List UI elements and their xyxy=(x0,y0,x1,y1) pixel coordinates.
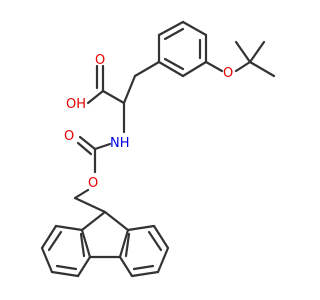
oxygen-label-carbonyl-acid: O xyxy=(95,53,105,68)
bond xyxy=(40,224,58,250)
bond xyxy=(204,60,224,73)
bond-lines xyxy=(40,20,276,278)
bond xyxy=(147,230,163,252)
bond xyxy=(234,40,252,64)
atom-labels: O OH O NH O O xyxy=(64,53,233,191)
bond xyxy=(55,264,78,271)
bond xyxy=(126,224,156,232)
bond xyxy=(152,224,170,250)
bond xyxy=(156,246,170,274)
bond xyxy=(118,228,130,259)
bond xyxy=(157,60,185,78)
bond xyxy=(76,141,93,156)
bond xyxy=(157,20,185,37)
bond xyxy=(40,246,54,274)
molecule-canvas: O OH O NH O O xyxy=(40,20,276,278)
bond xyxy=(118,255,134,278)
structure-diagram: O OH O NH O O xyxy=(40,20,276,278)
oxygen-label-carbonyl-carbamate: O xyxy=(64,129,74,144)
bond xyxy=(86,89,105,105)
bond xyxy=(80,228,92,259)
bond xyxy=(130,270,160,278)
bond xyxy=(73,196,107,214)
bond xyxy=(79,232,86,258)
bond xyxy=(73,188,90,200)
bond xyxy=(132,264,155,271)
nitrogen-label-amide: NH xyxy=(110,136,130,151)
bond xyxy=(50,270,80,278)
bond xyxy=(122,74,137,105)
bond xyxy=(248,60,276,78)
bond xyxy=(47,230,63,252)
bond xyxy=(93,142,112,151)
bond xyxy=(248,40,266,64)
bond xyxy=(103,210,130,232)
bond xyxy=(54,224,84,232)
bond xyxy=(101,89,126,105)
bond xyxy=(234,60,252,73)
oxygen-label-ether: O xyxy=(223,66,233,81)
bond xyxy=(133,60,161,78)
bond xyxy=(163,57,185,71)
bond xyxy=(181,60,208,78)
bond xyxy=(80,210,107,232)
bond xyxy=(124,232,131,258)
bond xyxy=(181,20,208,37)
bond xyxy=(163,27,185,41)
oxygen-label-hydroxyl: OH xyxy=(66,97,86,112)
bond xyxy=(76,255,92,278)
oxygen-label-ester: O xyxy=(88,176,98,191)
bond xyxy=(78,135,97,151)
